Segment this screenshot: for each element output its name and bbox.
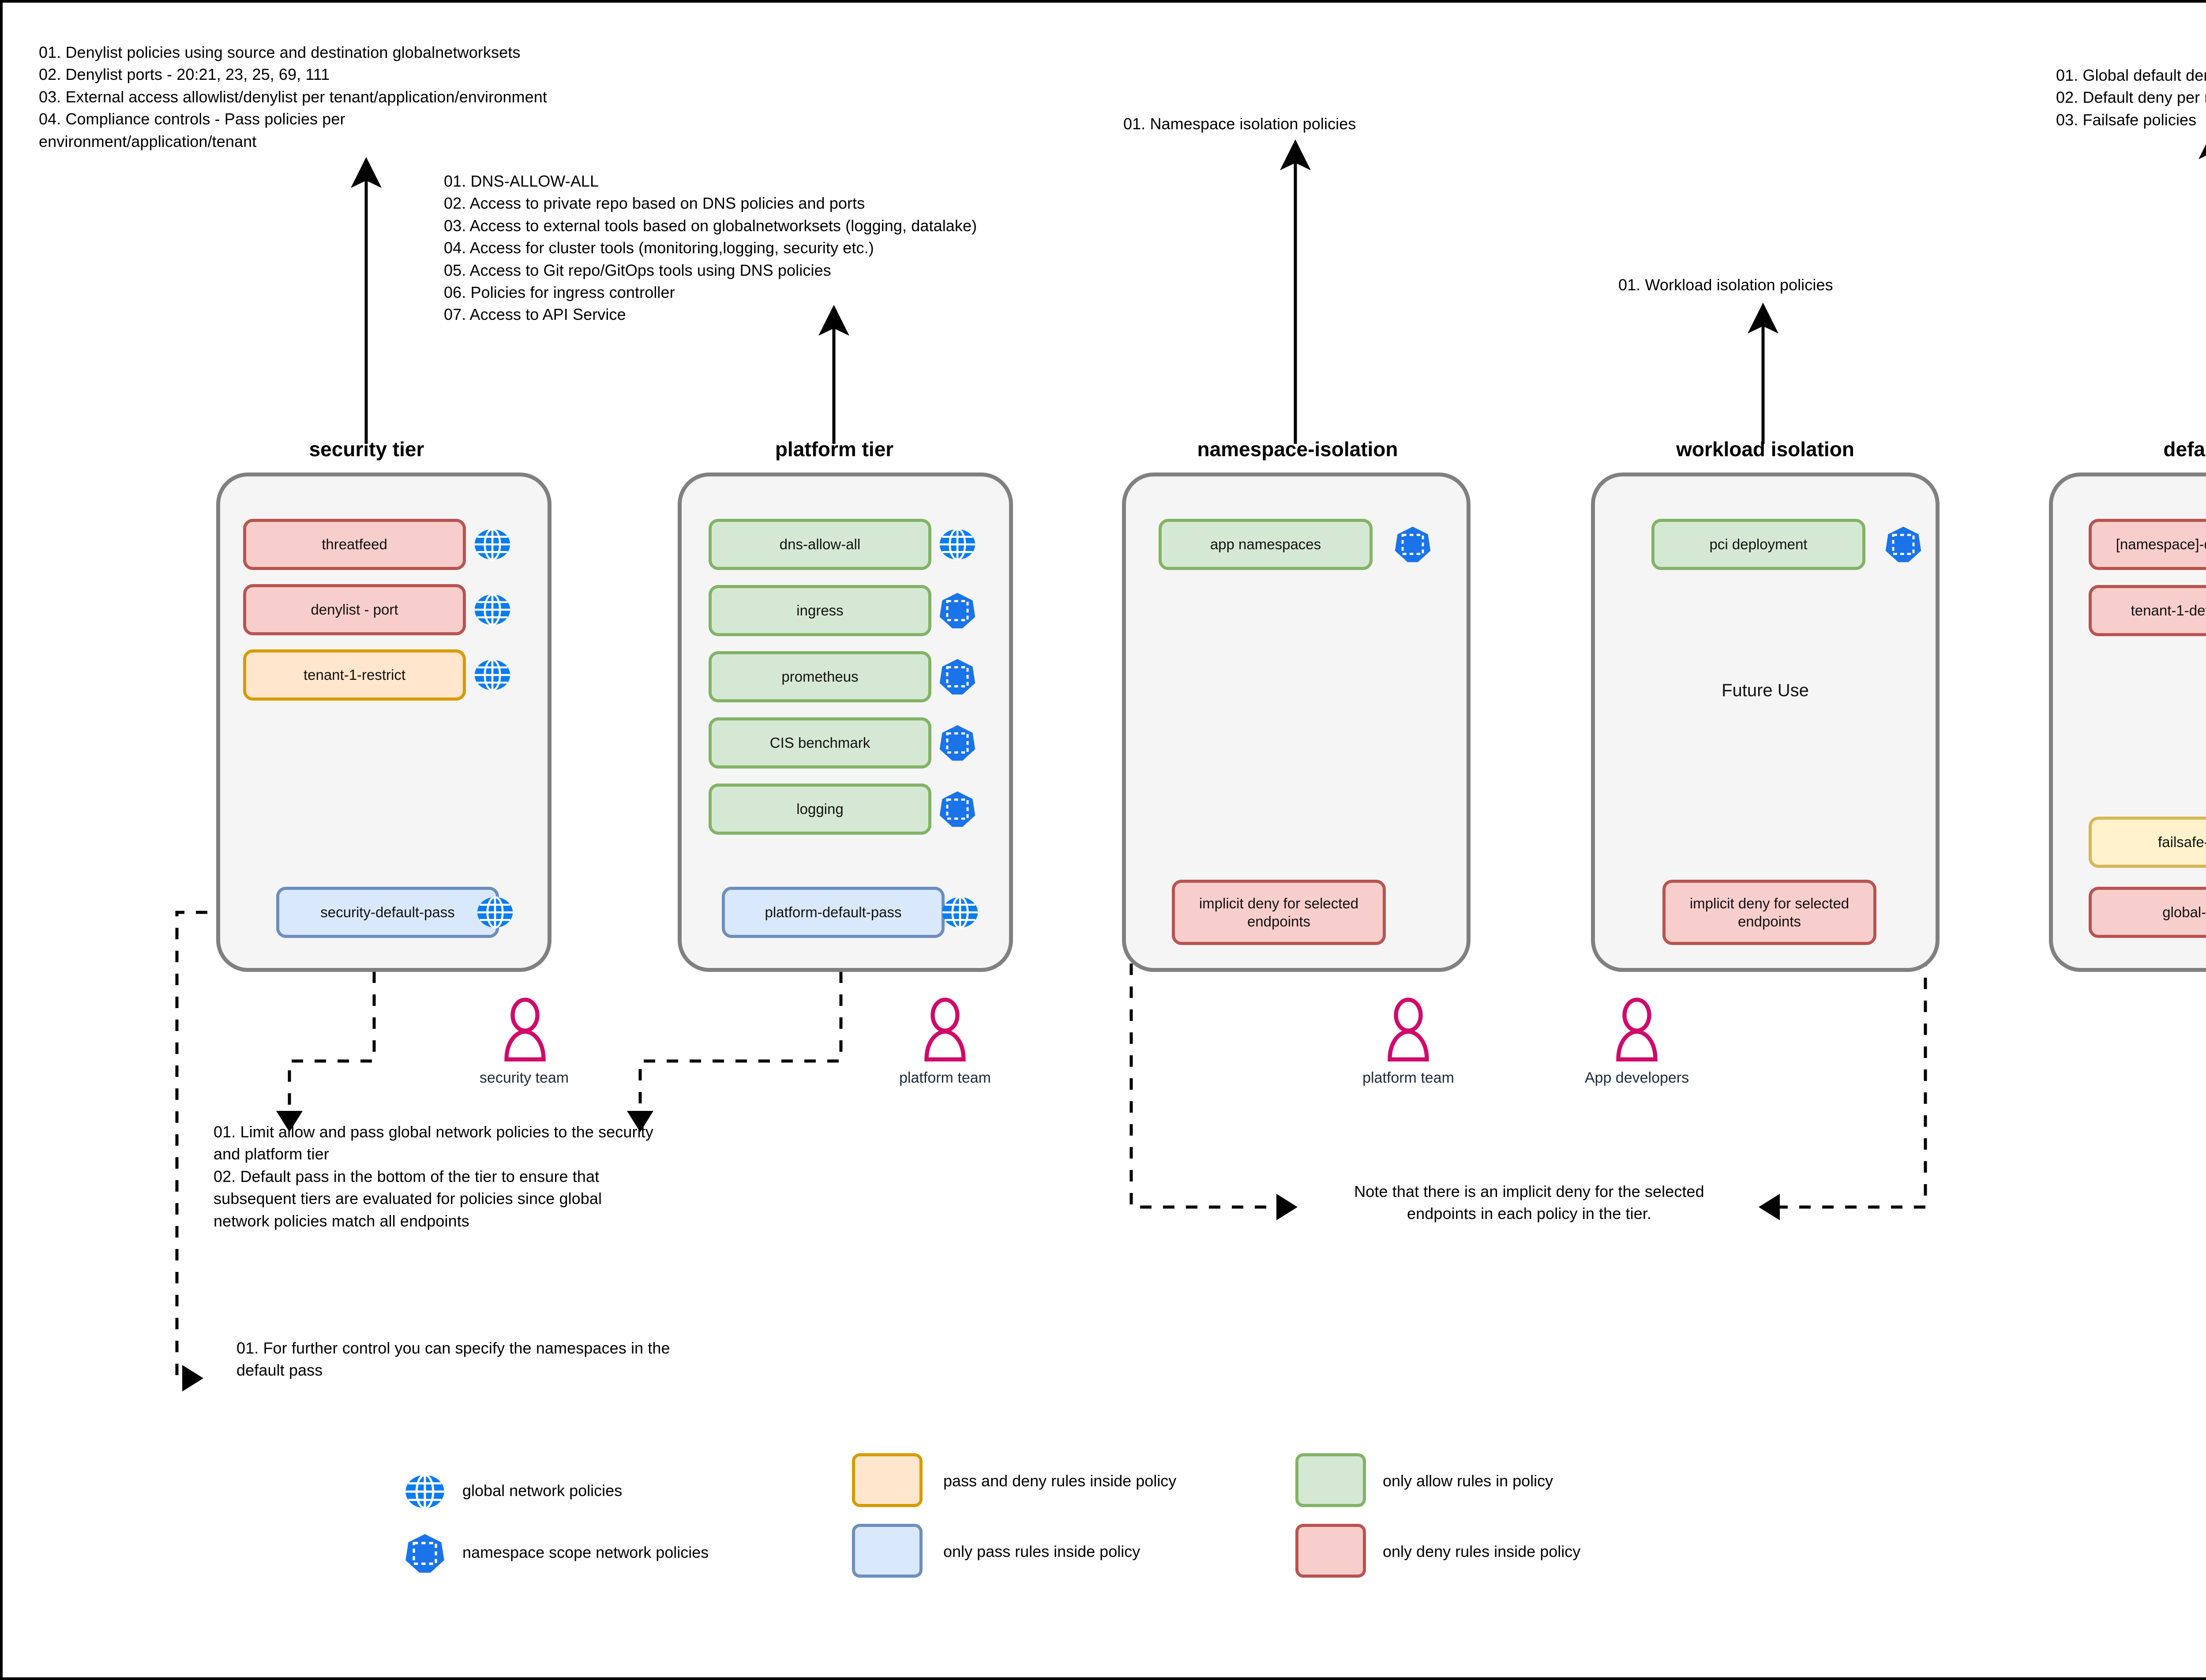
legend-swatch-pass-and-deny bbox=[852, 1453, 923, 1507]
person-icon bbox=[920, 998, 970, 1064]
namespace-scope-policy-icon bbox=[937, 723, 978, 763]
namespace-scope-policy-icon bbox=[937, 656, 978, 697]
legend-label-pass-and-deny: pass and deny rules inside policy bbox=[943, 1472, 1177, 1490]
global-network-policy-icon bbox=[472, 589, 513, 630]
platform-tier-annotation: 01. DNS-ALLOW-ALL 02. Access to private … bbox=[444, 172, 977, 324]
tier-title-workload-isolation: workload isolation bbox=[1676, 438, 1854, 461]
namespace-isolation-annotation: 01. Namespace isolation policies bbox=[1123, 115, 1356, 133]
policy-namespace-default-deny[interactable]: [namespace]-default-deny bbox=[2089, 519, 2206, 570]
team-label-platform-2: platform team bbox=[1362, 1069, 1454, 1086]
policy-implicit-deny-namespace[interactable]: implicit deny for selected endpoints bbox=[1172, 880, 1386, 945]
policy-app-namespaces[interactable]: app namespaces bbox=[1159, 519, 1373, 570]
legend-label-only-pass: only pass rules inside policy bbox=[943, 1542, 1141, 1560]
arrowhead-namespace-note bbox=[1276, 1194, 1298, 1220]
policy-failsafe-allow[interactable]: failsafe-allow bbox=[2089, 817, 2206, 868]
global-network-policy-icon bbox=[472, 655, 513, 695]
team-label-app-developers: App developers bbox=[1584, 1069, 1689, 1086]
global-network-policy-icon bbox=[472, 524, 513, 565]
legend-label-global-network-policies: global network policies bbox=[462, 1481, 623, 1500]
policy-platform-default-pass[interactable]: platform-default-pass bbox=[722, 887, 945, 938]
policy-prometheus[interactable]: prometheus bbox=[709, 651, 931, 702]
legend-label-only-allow: only allow rules in policy bbox=[1383, 1472, 1553, 1490]
namespace-scope-policy-icon bbox=[1883, 524, 1924, 565]
wire-platform-tier-to-notes bbox=[638, 971, 843, 1119]
tier-title-platform: platform tier bbox=[775, 438, 894, 461]
workload-future-use-label: Future Use bbox=[1722, 681, 1809, 700]
policy-denylist-port[interactable]: denylist - port bbox=[243, 584, 466, 635]
namespace-scope-policy-icon bbox=[1392, 524, 1433, 565]
tier-title-default: default tier bbox=[2163, 438, 2206, 461]
policy-threatfeed[interactable]: threatfeed bbox=[243, 519, 466, 570]
workload-isolation-annotation: 01. Workload isolation policies bbox=[1618, 276, 1833, 294]
bottom-left-annotation: 01. Limit allow and pass global network … bbox=[214, 1123, 653, 1230]
legend-swatch-only-pass bbox=[852, 1524, 923, 1578]
implicit-deny-annotation: Note that there is an implicit deny for … bbox=[1354, 1182, 1704, 1223]
namespace-scope-policy-icon bbox=[403, 1531, 447, 1575]
person-icon bbox=[1612, 998, 1662, 1064]
policy-cis-benchmark[interactable]: CIS benchmark bbox=[709, 717, 931, 769]
namespace-scope-policy-icon bbox=[937, 590, 978, 631]
policy-ingress[interactable]: ingress bbox=[709, 585, 931, 636]
policy-implicit-deny-workload[interactable]: implicit deny for selected endpoints bbox=[1662, 880, 1876, 945]
person-icon bbox=[500, 998, 550, 1064]
arrowhead-default-pass-note bbox=[182, 1365, 203, 1391]
policy-tenant-1-restrict[interactable]: tenant-1-restrict bbox=[243, 649, 466, 701]
legend-label-namespace-scope-policies: namespace scope network policies bbox=[462, 1543, 709, 1561]
global-network-policy-icon bbox=[940, 892, 980, 933]
policy-dns-allow-all[interactable]: dns-allow-all bbox=[709, 519, 931, 570]
policy-security-default-pass[interactable]: security-default-pass bbox=[276, 887, 499, 938]
default-tier-annotation: 01. Global default deny 02. Default deny… bbox=[2056, 66, 2206, 129]
default-pass-annotation: 01. For further control you can specify … bbox=[236, 1339, 670, 1380]
wire-security-tier-to-notes bbox=[288, 971, 376, 1119]
legend-swatch-only-deny bbox=[1295, 1524, 1366, 1578]
team-label-security-1: security team bbox=[479, 1069, 569, 1086]
namespace-scope-policy-icon bbox=[937, 789, 978, 829]
arrowhead-workload-note bbox=[1759, 1194, 1780, 1220]
policy-global-deny[interactable]: global-deny bbox=[2089, 887, 2206, 938]
global-network-policy-icon bbox=[475, 892, 515, 933]
policy-tenant-1-default-deny[interactable]: tenant-1-default-deny bbox=[2089, 585, 2206, 636]
legend-swatch-only-allow bbox=[1295, 1453, 1366, 1507]
tier-title-security: security tier bbox=[309, 438, 424, 461]
global-network-policy-icon bbox=[937, 524, 978, 565]
policy-logging[interactable]: logging bbox=[709, 784, 931, 835]
policy-pci-deployment[interactable]: pci deployment bbox=[1651, 519, 1865, 570]
person-icon bbox=[1384, 998, 1433, 1064]
legend-label-only-deny: only deny rules inside policy bbox=[1383, 1542, 1581, 1560]
security-tier-annotation: 01. Denylist policies using source and d… bbox=[39, 43, 547, 150]
tier-title-namespace-isolation: namespace-isolation bbox=[1197, 438, 1398, 461]
team-label-platform-1: platform team bbox=[899, 1069, 991, 1086]
global-network-policy-icon bbox=[403, 1470, 447, 1514]
